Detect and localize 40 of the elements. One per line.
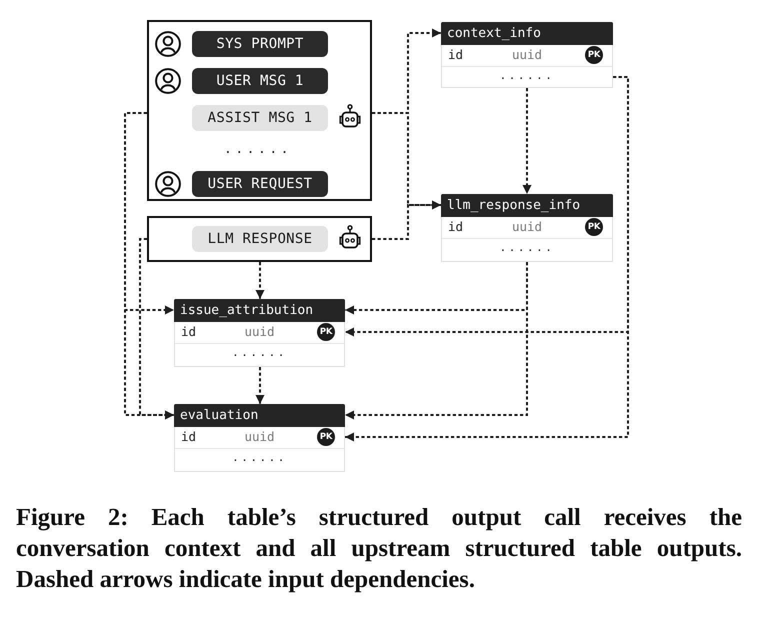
column-name: id [448,219,464,235]
table-card [174,404,345,472]
message-label: ASSIST MSG 1 [192,105,328,131]
dashed-arrow [256,262,264,299]
ellipsis-text: ...... [232,452,287,464]
message-label: SYS PROMPT [192,31,328,57]
column-type: uuid [512,219,542,235]
message-panel [147,216,372,262]
ellipsis-text: ...... [500,242,554,254]
table-name: issue_attribution [174,299,345,322]
table-name: context_info [441,22,613,45]
dashed-arrow [522,88,532,194]
column-type: uuid [244,324,275,340]
dashed-arrow [345,76,629,442]
pk-badge: PK [585,46,603,64]
dashed-arrow [139,238,174,420]
ellipsis-text: ...... [224,143,292,157]
figure-caption: Figure 2: Each table’s structured output call receives the conversation context and all upstream structured table outputs. Dashed arrows indicate input dependencies. [16,503,742,595]
table-name: llm_response_info [441,194,613,217]
pk-badge: PK [317,428,335,446]
message-label: USER MSG 1 [192,68,328,94]
dashed-arrow [372,200,441,240]
table-card [441,194,613,262]
column-name: id [181,324,196,340]
message-label: LLM RESPONSE [192,226,328,252]
column-name: id [448,47,464,63]
table-card [174,299,345,367]
dashed-arrow [256,367,264,404]
ellipsis-text: ...... [500,70,554,82]
pk-badge: PK [585,218,603,236]
column-type: uuid [512,47,542,63]
table-name: evaluation [174,404,345,427]
message-panel [147,20,372,201]
column-name: id [181,429,196,445]
dashed-arrow [345,262,528,420]
message-label: USER REQUEST [192,171,328,197]
pk-badge: PK [317,323,335,341]
column-type: uuid [244,429,275,445]
ellipsis-text: ...... [232,347,287,359]
table-card [441,22,613,88]
